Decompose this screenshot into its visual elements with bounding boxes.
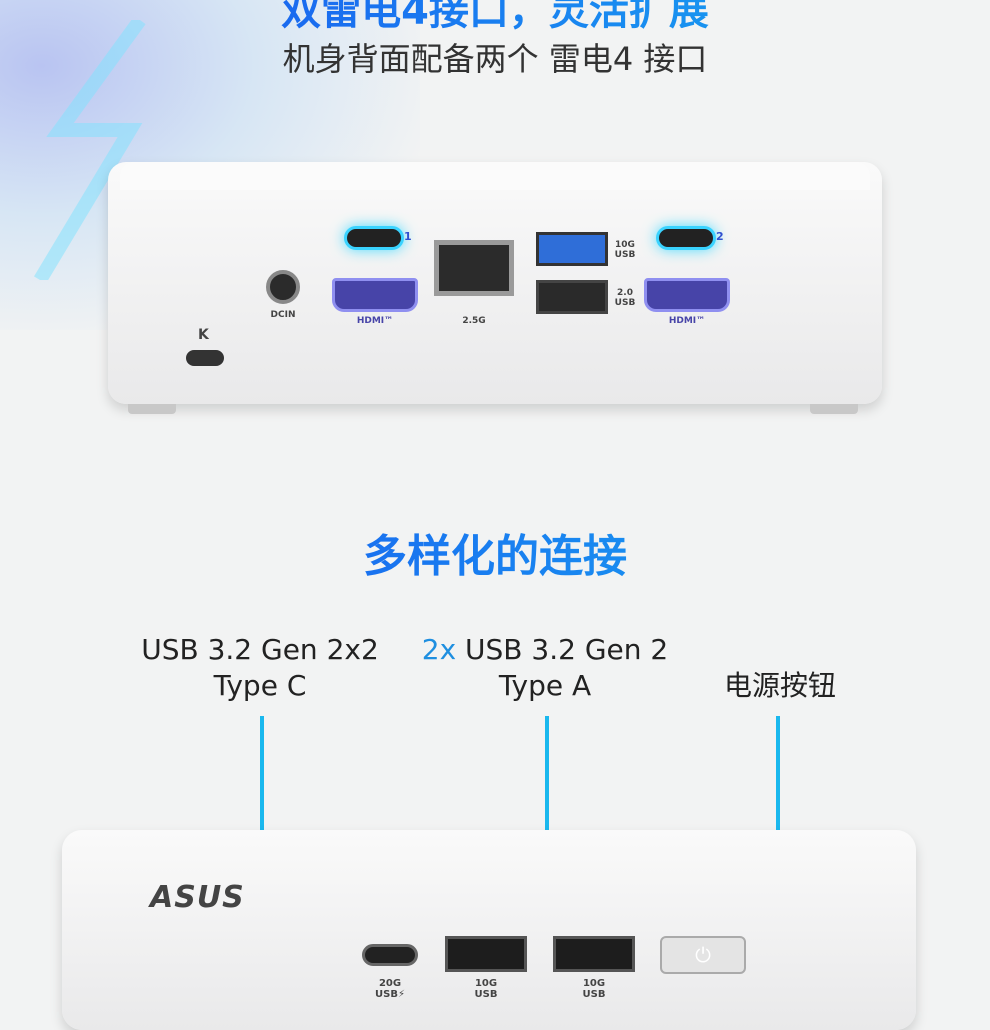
- usb-10g-port: [536, 232, 608, 266]
- device-foot: [810, 404, 858, 414]
- usb-a-1-type: USB: [474, 989, 498, 1000]
- mini-pc-front: [62, 830, 916, 1030]
- kensington-lock-slot: [186, 350, 224, 366]
- usb-c-type: USB⚡: [375, 989, 405, 1000]
- dcin-label: DCIN: [270, 310, 296, 320]
- usb-a-2-speed: 10G: [582, 978, 606, 989]
- power-button[interactable]: ⏻: [660, 936, 746, 974]
- usba-count: 2x: [421, 633, 457, 666]
- usb-c-speed: 20G: [378, 978, 402, 989]
- usb-2-port: [536, 280, 608, 314]
- usb-2-label: 2.0 USB: [614, 288, 636, 308]
- usb-a-port-1: [445, 936, 527, 972]
- section-title-thunderbolt: 双雷电4接口，灵活扩展: [0, 0, 990, 36]
- lightning-bolt-graphic: [33, 20, 146, 280]
- connector-line: [545, 716, 549, 836]
- typec-callout-line2: Type C: [213, 669, 307, 702]
- lan-label: 2.5G: [462, 316, 486, 326]
- hdmi-port-2: [644, 278, 730, 312]
- usb-a-2-type: USB: [582, 989, 606, 1000]
- hdmi-port-1: [332, 278, 418, 312]
- device-foot: [128, 404, 176, 414]
- section-title-connectivity: 多样化的连接: [0, 520, 990, 584]
- usba-callout-line2: Type A: [498, 669, 592, 702]
- typec-callout-line1: USB 3.2 Gen 2x2: [141, 633, 379, 666]
- connector-line: [776, 716, 780, 840]
- usb-c-port-front: [362, 944, 418, 966]
- ethernet-port: [434, 240, 514, 296]
- usb-10g-label: 10G USB: [614, 240, 636, 260]
- lock-icon: K: [198, 327, 209, 343]
- usba-callout-line1: USB 3.2 Gen 2: [456, 633, 669, 666]
- mini-pc-rear-top: [120, 162, 870, 190]
- thunderbolt-1-label: 1: [404, 230, 412, 243]
- thunderbolt-2-label: 2: [716, 230, 724, 243]
- asus-logo: ASUS: [150, 880, 245, 915]
- usb-a-port-2: [553, 936, 635, 972]
- dc-in-port: [266, 270, 300, 304]
- thunderbolt-port-2: [656, 226, 716, 250]
- section-subtitle: 机身背面配备两个 雷电4 接口: [282, 40, 708, 78]
- connector-line: [260, 716, 264, 840]
- usb-a-1-speed: 10G: [474, 978, 498, 989]
- thunderbolt-port-1: [344, 226, 404, 250]
- power-callout: 电源按钮: [723, 669, 836, 702]
- hdmi-label-1: HDMI™: [356, 316, 394, 326]
- hdmi-label-2: HDMI™: [668, 316, 706, 326]
